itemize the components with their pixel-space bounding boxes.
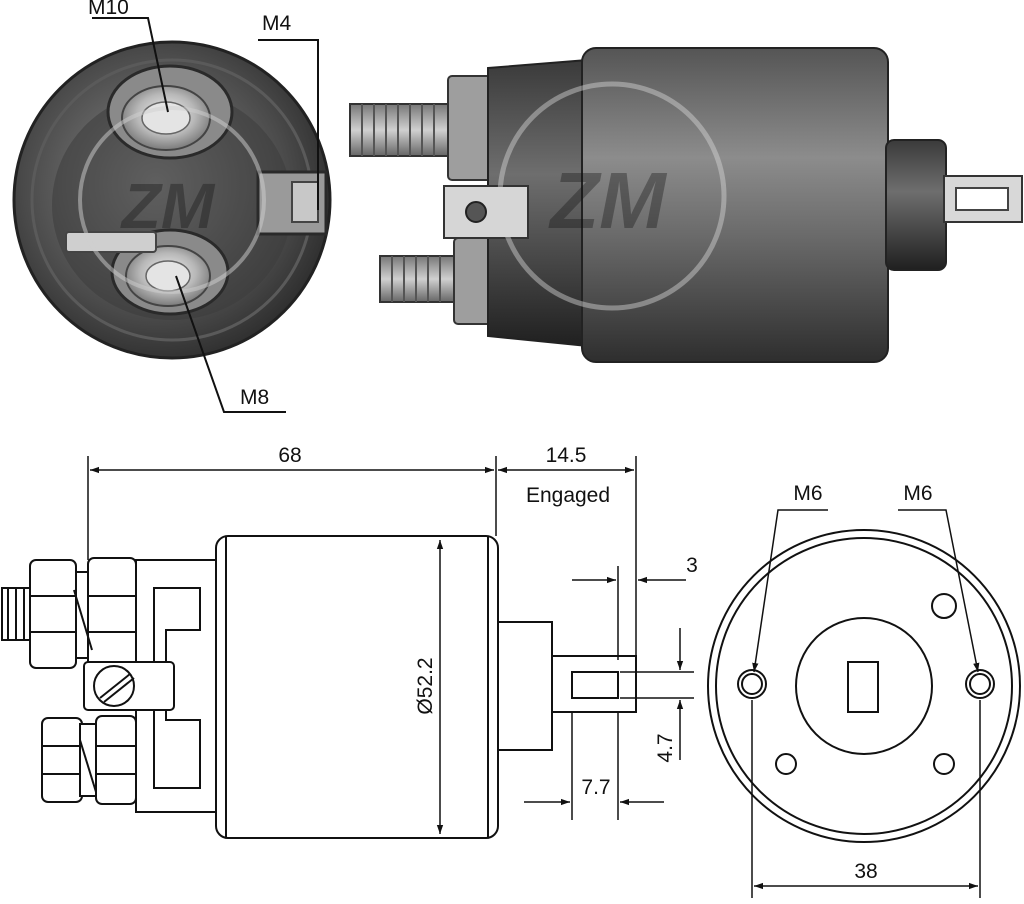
end-view-photo: ZM [12, 40, 332, 360]
side-dimension-lines [87, 456, 694, 834]
dim-diameter: Ø52.2 [414, 657, 437, 714]
end-dimension-lines [751, 509, 981, 898]
side-view-photo: ZM [349, 47, 1023, 363]
bolt-hole-left [737, 669, 767, 699]
label-m8: M8 [240, 386, 269, 409]
watermark-right: ZM [548, 156, 668, 245]
dim-bolt-spacing: 38 [854, 860, 877, 883]
dim-thread-left: M6 [793, 482, 822, 505]
m10-terminal [106, 64, 234, 160]
dim-slot-length: 7.7 [581, 776, 610, 799]
dim-engaged: Engaged [526, 484, 610, 507]
label-m10: M10 [88, 0, 129, 19]
photo-callouts [92, 17, 319, 413]
dim-slot-width: 4.7 [654, 733, 677, 762]
dim-thread-right: M6 [903, 482, 932, 505]
side-drawing [1, 535, 637, 839]
bolt-hole-right [965, 669, 995, 699]
m4-terminal [256, 170, 328, 236]
end-drawing [707, 529, 1021, 843]
dim-gap: 3 [686, 554, 698, 577]
label-m4: M4 [262, 12, 291, 35]
dim-travel: 14.5 [546, 444, 587, 467]
watermark-left: ZM [120, 170, 216, 242]
dim-length: 68 [278, 444, 301, 467]
